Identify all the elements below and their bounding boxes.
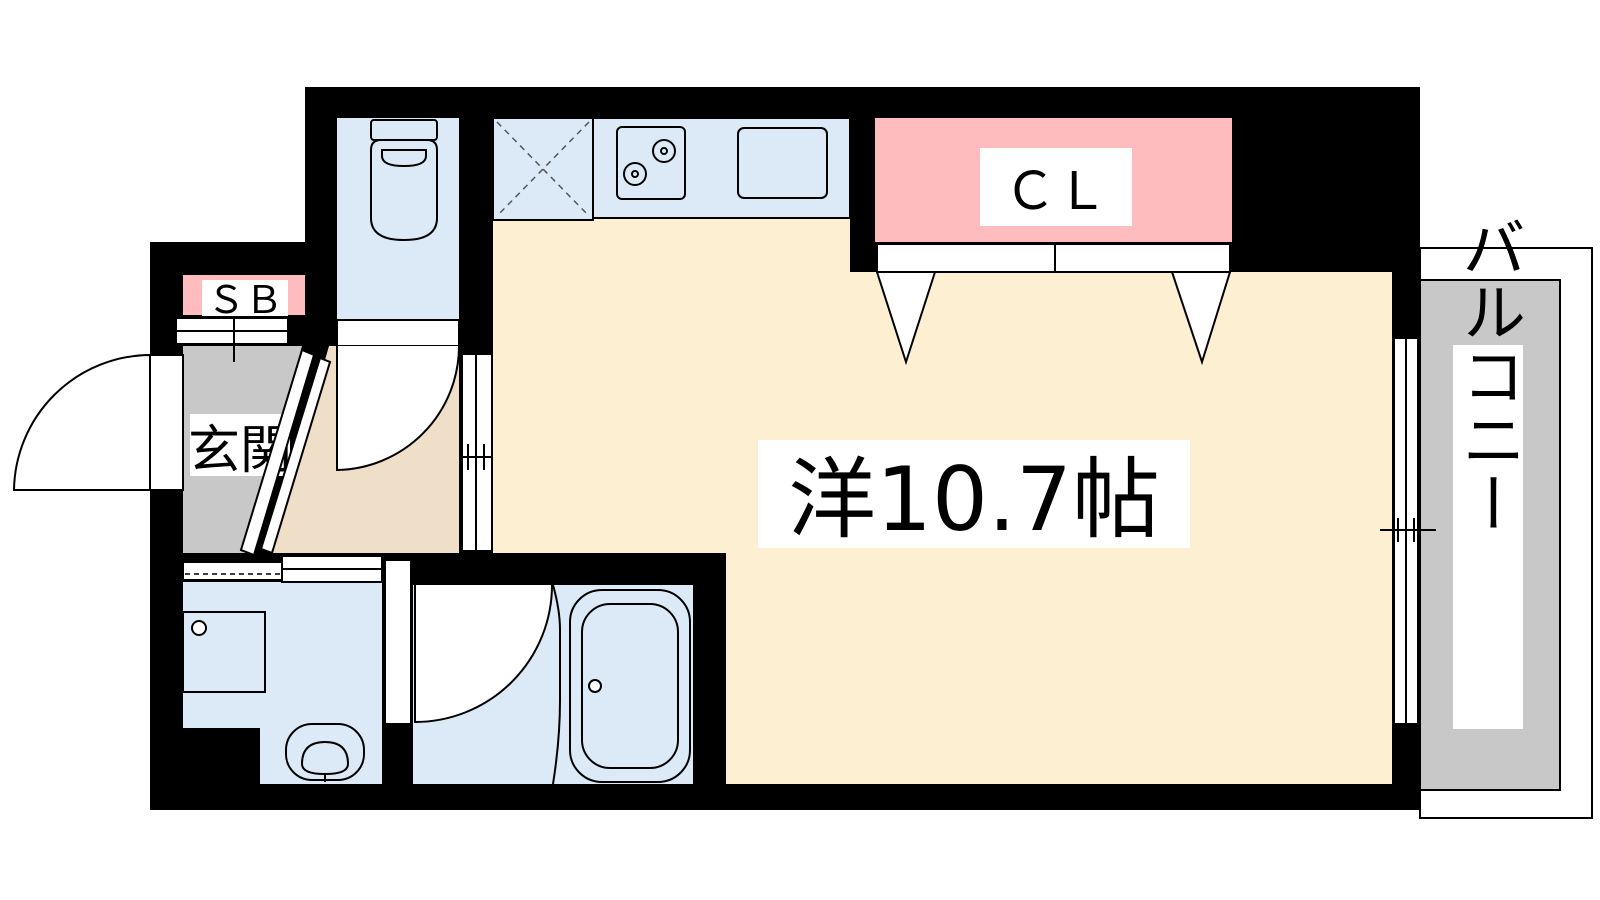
washbasin-icon	[285, 723, 365, 782]
bathtub-icon	[569, 589, 691, 783]
shoe-box-label: ＳＢ	[207, 278, 283, 322]
kitchen-counter	[492, 117, 851, 221]
entrance: ＳＢ 玄関	[12, 275, 332, 557]
shoe-box-front	[175, 317, 289, 362]
balcony-label: バルコニー	[1451, 215, 1525, 535]
washroom	[182, 555, 383, 784]
sliding-door	[239, 348, 332, 557]
main-room-label: 洋10.7帖	[788, 448, 1160, 551]
washroom-curtain	[182, 555, 383, 583]
toilet-icon	[370, 119, 438, 242]
hall-opening	[461, 353, 493, 552]
toilet-door-swing	[336, 345, 460, 472]
balcony-window	[1380, 337, 1436, 725]
bath-door-swing	[414, 584, 553, 724]
closet: ＣＬ	[875, 118, 1232, 366]
closet-label: ＣＬ	[1004, 162, 1108, 222]
toilet-room	[336, 118, 460, 347]
stove-icon	[616, 126, 686, 200]
bathroom	[384, 559, 693, 785]
sink-icon	[737, 127, 828, 199]
entrance-door	[12, 353, 184, 491]
washing-machine-space	[182, 611, 266, 693]
closet-door-swings	[875, 271, 1232, 366]
